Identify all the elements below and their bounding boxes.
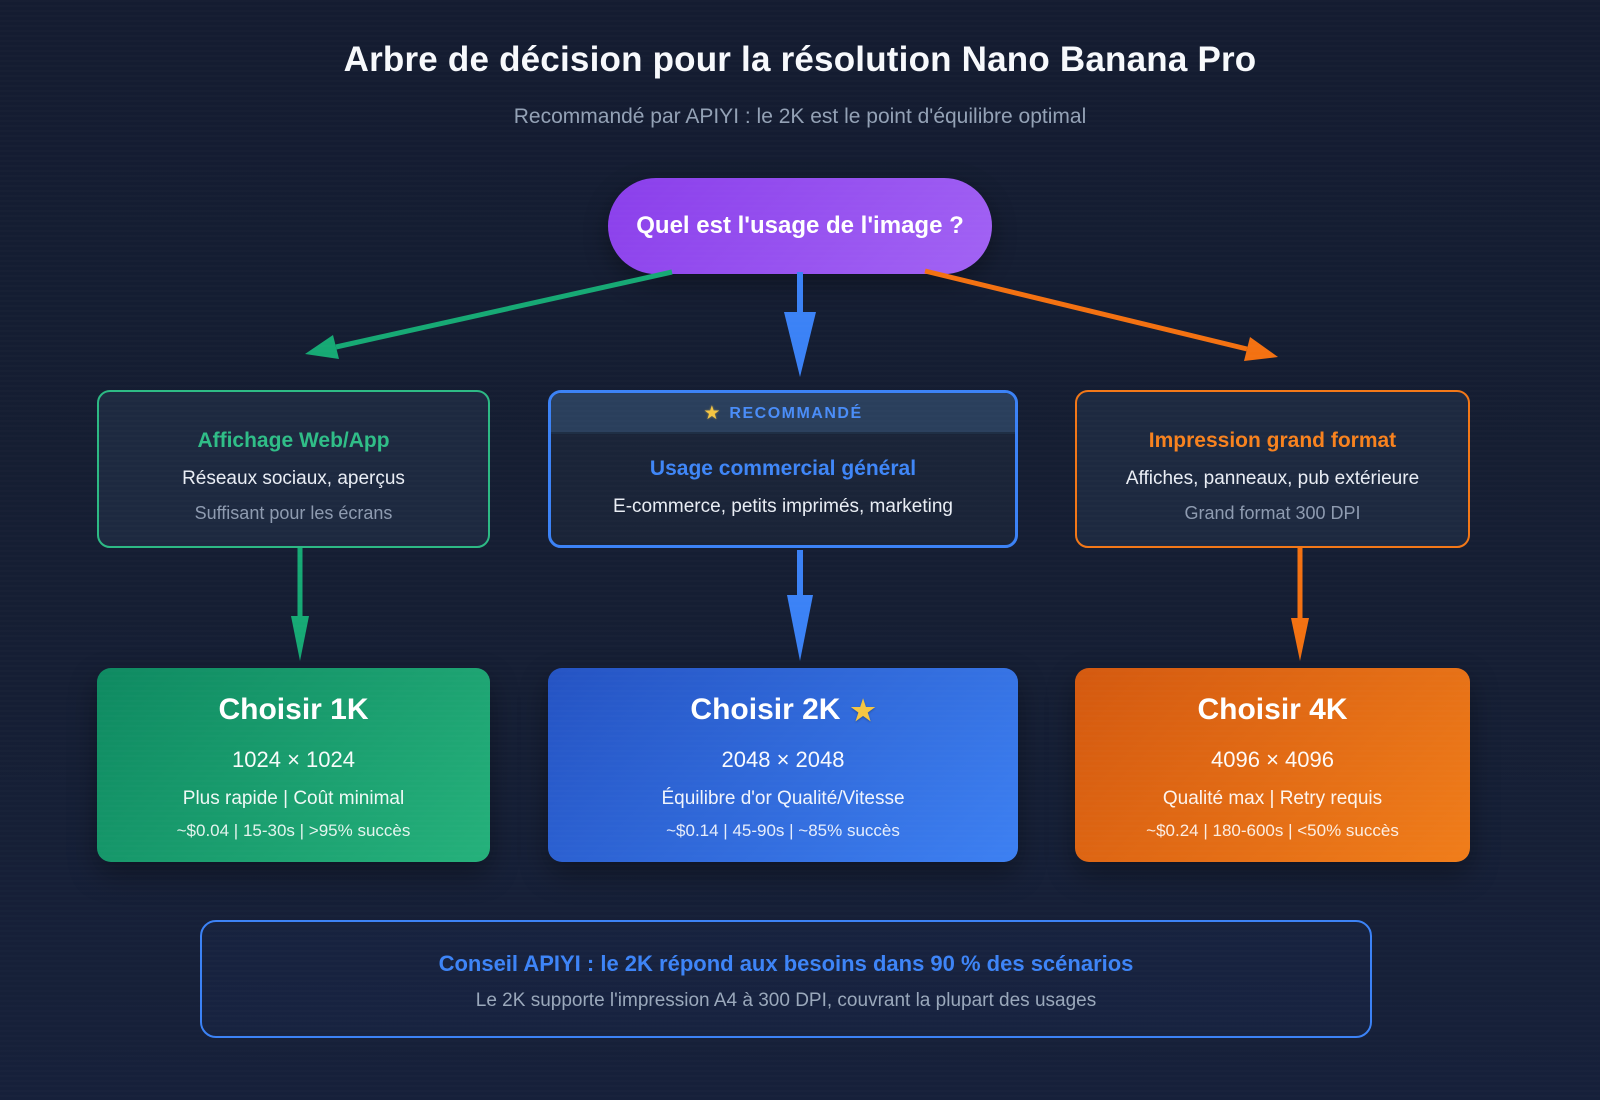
recommended-banner: ★ RECOMMANDÉ bbox=[551, 393, 1015, 434]
result-traits: Équilibre d'or Qualité/Vitesse bbox=[661, 788, 905, 809]
result-traits: Plus rapide | Coût minimal bbox=[182, 788, 405, 809]
star-icon: ★ bbox=[850, 694, 876, 726]
result-title: Choisir 2K ★ bbox=[690, 693, 875, 727]
result-title-label: Choisir 2K bbox=[690, 693, 841, 726]
criteria-description: Réseaux sociaux, aperçus bbox=[182, 468, 405, 489]
root-question-label: Quel est l'usage de l'image ? bbox=[636, 212, 964, 239]
page-subtitle: Recommandé par APIYI : le 2K est le poin… bbox=[513, 105, 1087, 128]
result-card-2k: Choisir 2K ★ 2048 × 2048 Équilibre d'or … bbox=[548, 668, 1018, 862]
advice-title: Conseil APIYI : le 2K répond aux besoins… bbox=[438, 951, 1134, 976]
result-title-label: Choisir 1K bbox=[218, 693, 369, 726]
advice-box: Conseil APIYI : le 2K répond aux besoins… bbox=[200, 920, 1372, 1038]
criteria-note: Grand format 300 DPI bbox=[1184, 503, 1361, 523]
root-question-node: Quel est l'usage de l'image ? bbox=[608, 178, 992, 274]
criteria-title: Affichage Web/App bbox=[197, 429, 390, 452]
criteria-title: Usage commercial général bbox=[649, 457, 917, 480]
result-resolution: 1024 × 1024 bbox=[232, 747, 355, 772]
result-traits: Qualité max | Retry requis bbox=[1162, 788, 1383, 809]
criteria-description: E-commerce, petits imprimés, marketing bbox=[613, 496, 953, 517]
arrow-print-to-4k bbox=[1291, 548, 1309, 661]
result-resolution: 4096 × 4096 bbox=[1211, 747, 1334, 772]
arrow-web-to-1k bbox=[291, 548, 309, 661]
advice-subtitle: Le 2K supporte l'impression A4 à 300 DPI… bbox=[475, 990, 1097, 1011]
criteria-body: Usage commercial général E-commerce, pet… bbox=[613, 434, 953, 531]
result-card-1k: Choisir 1K 1024 × 1024 Plus rapide | Coû… bbox=[97, 668, 490, 862]
recommended-badge-label: RECOMMANDÉ bbox=[729, 404, 863, 422]
star-icon: ★ bbox=[703, 403, 721, 424]
arrow-root-to-web bbox=[305, 269, 673, 359]
result-title: Choisir 1K bbox=[218, 693, 368, 727]
result-title: Choisir 4K bbox=[1197, 693, 1347, 727]
result-card-4k: Choisir 4K 4096 × 4096 Qualité max | Ret… bbox=[1075, 668, 1470, 862]
result-resolution: 2048 × 2048 bbox=[721, 747, 845, 772]
criteria-card-grand-format: Impression grand format Affiches, pannea… bbox=[1075, 390, 1470, 548]
criteria-card-web-app: Affichage Web/App Réseaux sociaux, aperç… bbox=[97, 390, 490, 548]
arrow-root-to-commercial bbox=[784, 272, 816, 377]
criteria-note: Suffisant pour les écrans bbox=[194, 503, 393, 523]
criteria-description: Affiches, panneaux, pub extérieure bbox=[1125, 468, 1420, 489]
result-stats: ~$0.14 | 45-90s | ~85% succès bbox=[666, 821, 900, 840]
criteria-card-commercial: ★ RECOMMANDÉ Usage commercial général E-… bbox=[548, 390, 1018, 548]
result-title-label: Choisir 4K bbox=[1197, 693, 1348, 726]
arrow-root-to-print bbox=[924, 268, 1278, 361]
page-title: Arbre de décision pour la résolution Nan… bbox=[343, 40, 1257, 79]
result-stats: ~$0.04 | 15-30s | >95% succès bbox=[176, 821, 411, 840]
result-stats: ~$0.24 | 180-600s | <50% succès bbox=[1146, 821, 1399, 840]
arrow-commercial-to-2k bbox=[787, 550, 813, 661]
criteria-title: Impression grand format bbox=[1148, 429, 1397, 452]
